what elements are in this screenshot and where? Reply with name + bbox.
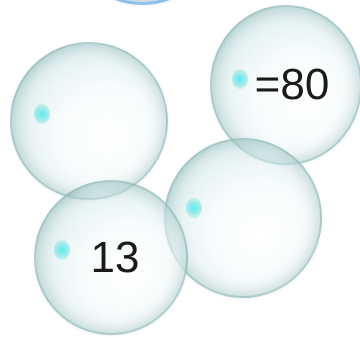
- bubble-highlight: [54, 240, 70, 260]
- bubble-highlight: [186, 198, 202, 218]
- bubble-label: 13: [90, 232, 140, 282]
- bubble-label: =80: [254, 60, 330, 109]
- bubble-bottom-right[interactable]: [164, 138, 322, 298]
- bubble-highlight: [34, 104, 50, 124]
- bubble-top-partial[interactable]: [65, 0, 220, 5]
- bubble-highlight: [232, 69, 248, 89]
- bubble-bottom-left[interactable]: 13: [34, 180, 188, 335]
- bubble-left[interactable]: [10, 42, 168, 200]
